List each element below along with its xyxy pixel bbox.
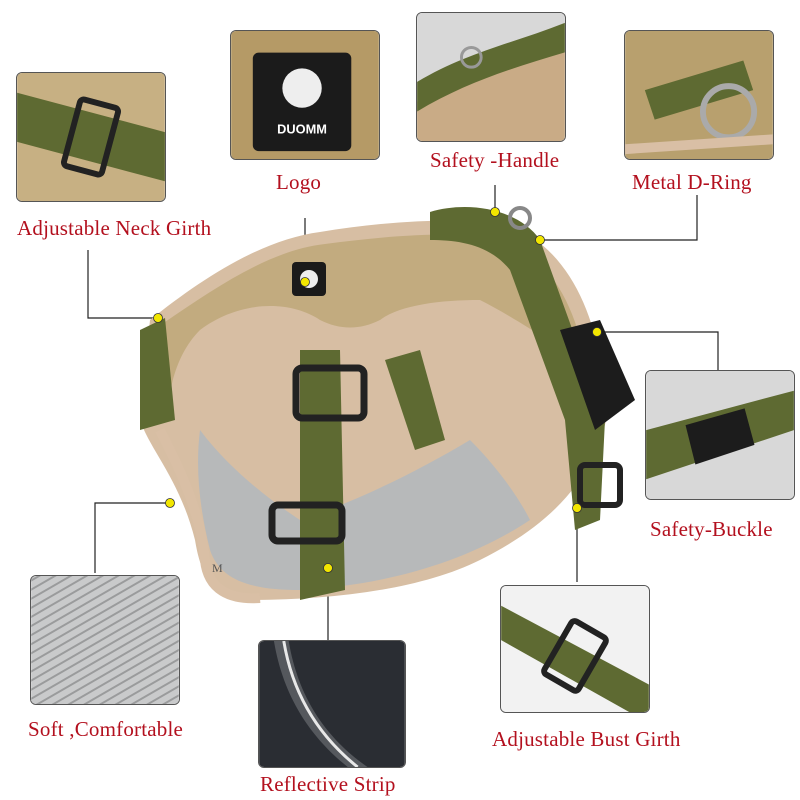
- label-safety-buckle: Safety-Buckle: [650, 517, 773, 541]
- mesh-fabric-closeup-image: [30, 575, 180, 705]
- neck-girth-closeup-image: [16, 72, 166, 202]
- d-ring-closeup-image: [624, 30, 774, 160]
- bust-girth-closeup-image: [500, 585, 650, 713]
- leader-line-d-ring: [540, 195, 698, 241]
- marker-dot: [592, 327, 602, 337]
- marker-dot: [323, 563, 333, 573]
- marker-dot: [300, 277, 310, 287]
- safety-handle-closeup-image: [416, 12, 566, 142]
- label-safety-handle: Safety -Handle: [430, 148, 560, 172]
- marker-dot: [535, 235, 545, 245]
- logo-closeup-image: DUOMM: [230, 30, 380, 160]
- marker-dot: [572, 503, 582, 513]
- label-logo: Logo: [276, 170, 322, 194]
- safety-buckle-closeup-image: [645, 370, 795, 500]
- label-adjustable-bust-girth: Adjustable Bust Girth: [492, 727, 681, 751]
- leader-line-buckle: [597, 331, 719, 372]
- marker-dot: [490, 207, 500, 217]
- label-adjustable-neck-girth: Adjustable Neck Girth: [17, 216, 212, 240]
- label-metal-d-ring: Metal D-Ring: [632, 170, 752, 194]
- leader-line-neck-girth: [87, 250, 158, 319]
- marker-dot: [165, 498, 175, 508]
- harness-body: M: [140, 206, 635, 604]
- size-tag: M: [212, 561, 223, 575]
- logo-text: DUOMM: [277, 121, 327, 136]
- leader-line-soft: [94, 502, 170, 573]
- marker-dot: [153, 313, 163, 323]
- label-soft-comfortable: Soft ,Comfortable: [28, 717, 184, 741]
- label-reflective-strip: Reflective Strip: [260, 772, 396, 796]
- marker-dots: [153, 207, 602, 573]
- reflective-strip-closeup-image: [258, 640, 406, 768]
